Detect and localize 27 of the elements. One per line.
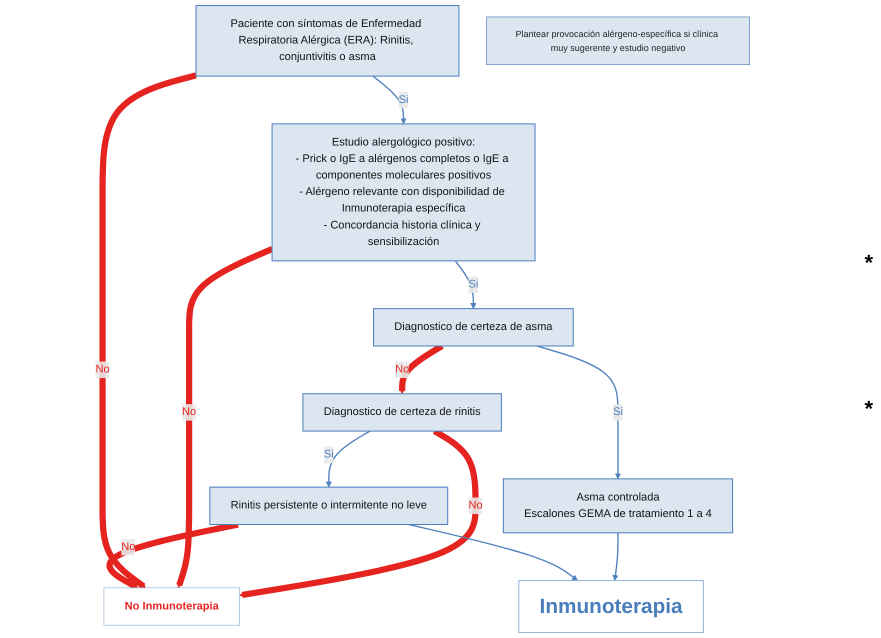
node-box: Plantear provocación alérgeno-específica si clínica muy sugerente y estudio negativo: [486, 16, 750, 66]
edge-label: No: [182, 406, 196, 418]
arrow: [536, 345, 622, 480]
edge-label: Si: [398, 94, 408, 106]
edge-label: No: [95, 364, 110, 376]
node-box: Estudio alergológico positivo: - Prick o IgE a alérgenos completos o IgE a componentes moleculares positivos - Alérgeno relevante con disponibilidad de Inmunoterapia específica - Concordancia historia clínica y sensibilización: [272, 123, 536, 262]
node-box: Rinitis persistente o intermitente no leve: [209, 486, 448, 526]
arrow: [326, 430, 370, 488]
node-box: Diagnostico de certeza de asma: [373, 308, 574, 346]
node-box: Asma controlada Escalones GEMA de tratamiento 1 a 4: [502, 478, 734, 534]
arrow: [176, 246, 274, 588]
arrow: [99, 72, 197, 589]
node-box: No Inmunoterapia: [104, 587, 240, 626]
node-box: Inmunoterapia: [518, 580, 704, 633]
edge-label: No: [468, 500, 483, 512]
edge-label: No: [395, 364, 410, 376]
arrow: [612, 532, 619, 581]
edge-label: Si: [468, 278, 478, 290]
footnote-mark: *: [864, 250, 873, 276]
edge-label: No: [121, 540, 136, 553]
edge-label: Si: [324, 448, 334, 461]
arrow: [454, 260, 476, 309]
arrow: [372, 76, 407, 124]
node-box: Diagnostico de certeza de rinitis: [302, 393, 502, 432]
edge-label: Si: [613, 406, 623, 418]
footnote-mark: *: [864, 396, 873, 422]
node-box: Paciente con síntomas de Enfermedad Respiratoria Alérgica (ERA): Rinitis, conjuntivitis o asma: [195, 5, 460, 77]
